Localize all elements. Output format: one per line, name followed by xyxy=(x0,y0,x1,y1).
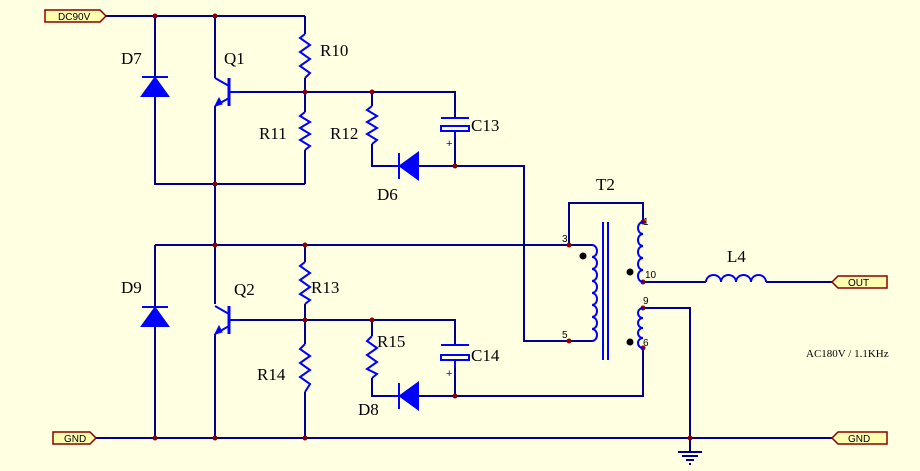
junctions xyxy=(152,13,693,441)
wire-d8-c14 xyxy=(418,348,644,397)
label-r15: R15 xyxy=(377,332,405,351)
port-dc90v: DC90V xyxy=(44,9,108,23)
wire-t2-pin1 xyxy=(568,202,644,245)
svg-text:+: + xyxy=(446,368,452,380)
wire-q1-base xyxy=(240,91,456,118)
output-spec-note: AC180V / 1.1KHz xyxy=(806,348,889,360)
port-gnd-left-label: GND xyxy=(64,434,86,445)
pin-3: 3 xyxy=(562,234,568,245)
pin-6: 6 xyxy=(643,338,649,349)
resistor-r15 xyxy=(365,335,379,379)
diode-d7 xyxy=(140,76,170,97)
label-r14: R14 xyxy=(257,365,286,384)
label-d6: D6 xyxy=(377,185,398,204)
resistor-r14 xyxy=(298,343,312,393)
capacitor-c14: + xyxy=(440,344,470,380)
resistor-r13 xyxy=(298,261,312,305)
wire-t2-pin9 xyxy=(643,307,691,438)
resistor-r11 xyxy=(298,111,312,151)
port-gnd-right-label: GND xyxy=(848,434,870,445)
label-c14: C14 xyxy=(471,346,500,365)
label-q1: Q1 xyxy=(224,49,245,68)
pin-1: 1 xyxy=(643,217,649,228)
port-out: OUT xyxy=(830,275,888,289)
wire-d7 xyxy=(154,16,305,185)
label-d8: D8 xyxy=(358,400,379,419)
transistor-q2 xyxy=(214,305,240,335)
wires xyxy=(96,15,832,452)
label-r13: R13 xyxy=(311,278,339,297)
diode-d6 xyxy=(392,151,419,181)
svg-text:+: + xyxy=(446,138,452,150)
label-t2: T2 xyxy=(596,175,615,194)
label-r12: R12 xyxy=(330,124,358,143)
label-l4: L4 xyxy=(727,247,746,266)
transistor-q1 xyxy=(214,77,240,107)
diode-d9 xyxy=(140,306,170,327)
port-dc90v-label: DC90V xyxy=(58,12,91,23)
pin-10: 10 xyxy=(645,270,657,281)
pin-9: 9 xyxy=(643,296,649,307)
inductor-l4 xyxy=(705,274,767,283)
label-d7: D7 xyxy=(121,49,142,68)
resistor-r10 xyxy=(298,33,312,79)
transformer-t2 xyxy=(579,221,644,360)
port-gnd-right: GND xyxy=(830,431,888,445)
label-r10: R10 xyxy=(320,41,348,60)
label-r11: R11 xyxy=(259,124,287,143)
label-q2: Q2 xyxy=(234,280,255,299)
port-out-label: OUT xyxy=(848,278,869,289)
port-gnd-left: GND xyxy=(52,431,98,445)
wire-q2-base xyxy=(240,319,456,345)
capacitor-c13: + xyxy=(440,117,470,150)
label-d9: D9 xyxy=(121,278,142,297)
resistor-r12 xyxy=(365,105,379,145)
wire-r15 xyxy=(371,320,392,397)
diode-d8 xyxy=(392,381,419,411)
label-c13: C13 xyxy=(471,116,499,135)
pin-5: 5 xyxy=(562,330,568,341)
wire-d6-c13 xyxy=(418,138,570,342)
ground-symbol xyxy=(678,451,702,465)
